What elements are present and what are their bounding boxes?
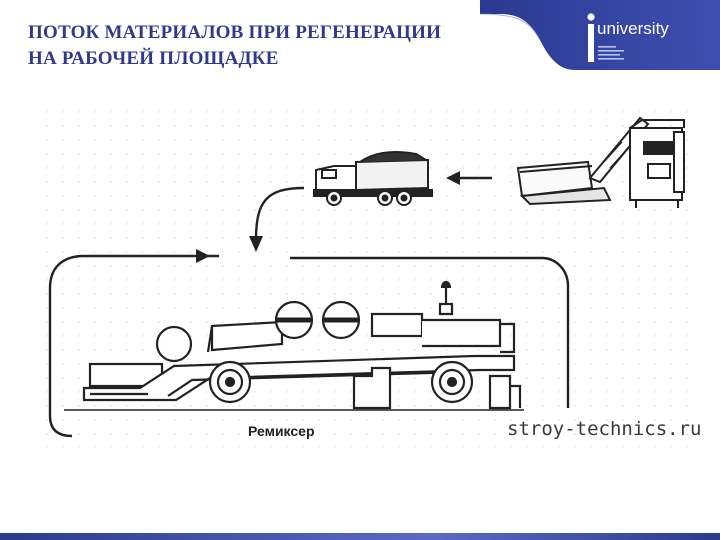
brand-panel	[480, 0, 720, 70]
flow-arrow-down	[254, 186, 305, 241]
flow-loop	[48, 254, 219, 438]
remixer-machine-icon	[64, 280, 524, 411]
brand-wordmark: university	[597, 19, 669, 38]
dump-truck-icon	[313, 151, 433, 206]
asphalt-plant-icon	[516, 116, 685, 208]
slide-title: ПОТОК МАТЕРИАЛОВ ПРИ РЕГЕНЕРАЦИИ НА РАБО…	[28, 20, 441, 72]
material-flow-diagram	[44, 108, 692, 448]
flow-arrow-right	[196, 249, 210, 263]
bottom-accent-bar	[0, 533, 720, 540]
remixer-caption: Ремиксер	[248, 423, 315, 439]
slide-title-line-2: НА РАБОЧЕЙ ПЛОЩАДКЕ	[28, 48, 279, 69]
source-watermark: stroy-technics.ru	[507, 418, 702, 440]
slide-title-line-1: ПОТОК МАТЕРИАЛОВ ПРИ РЕГЕНЕРАЦИИ	[28, 22, 442, 43]
flow-arrow-left	[446, 171, 460, 185]
university-logo-icon	[587, 13, 624, 62]
